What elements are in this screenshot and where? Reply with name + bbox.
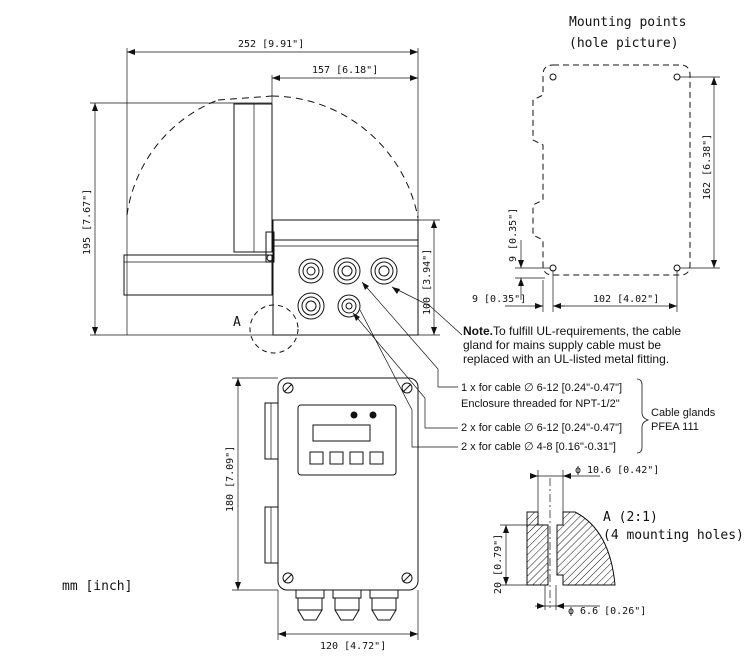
dim-front-width: 120 [4.72"]	[320, 641, 386, 652]
gland-bracket	[636, 378, 650, 454]
side-gland-3	[370, 257, 398, 285]
cable-glands-model: PFEA 111	[651, 421, 699, 433]
ul-note: Note.To fulfill UL-requirements, the cab…	[463, 324, 681, 366]
gland-item-1: 1 x for cable ∅ 6-12 [0.24"-0.47"]	[461, 382, 622, 394]
front-glands	[295, 589, 399, 621]
side-gland-1	[298, 258, 324, 284]
dim-mount-offset-v: 9 [0.35"]	[508, 208, 519, 262]
note-line-1: To fulfill UL-requirements, the cable	[493, 324, 681, 338]
side-view	[90, 48, 463, 448]
svg-text:Note.To fulfill UL-requirement: Note.To fulfill UL-requirements, the cab…	[463, 324, 681, 338]
dim-mount-offset-h: 9 [0.35"]	[472, 294, 526, 305]
side-gland-4	[297, 292, 325, 320]
cable-glands-label: Cable glands	[651, 407, 716, 419]
dim-hole-bottom: ϕ 6.6 [0.26"]	[568, 606, 646, 617]
mounting-subtitle: (hole picture)	[569, 36, 679, 51]
mounting-title: Mounting points	[569, 15, 686, 30]
gland-item-2: 2 x for cable ∅ 6-12 [0.24"-0.47"]	[461, 422, 622, 434]
units-label: mm [inch]	[62, 579, 132, 594]
dim-hole-depth: 20 [0.79"]	[493, 534, 504, 594]
note-line-3: replaced with an UL-listed metal fitting…	[463, 352, 669, 366]
dim-front-height: 180 [7.09"]	[225, 446, 236, 512]
gland-list: 1 x for cable ∅ 6-12 [0.24"-0.47"] Enclo…	[461, 382, 622, 453]
detail-a-view	[500, 470, 616, 610]
dim-mount-width: 102 [4.02"]	[593, 294, 659, 305]
note-line-2: gland for mains supply cable must be	[463, 338, 661, 352]
side-gland-2	[333, 257, 361, 285]
mounting-view	[505, 64, 720, 312]
dim-mount-height: 162 [6.38"]	[702, 134, 713, 200]
dim-width-total: 252 [9.91"]	[238, 39, 304, 50]
dim-height-box: 100 [3.94"]	[422, 249, 433, 315]
detail-marker-a: A	[233, 315, 241, 330]
dim-height-total: 195 [7.67"]	[82, 189, 93, 255]
dim-width-box: 157 [6.18"]	[312, 65, 378, 76]
front-view	[232, 377, 419, 640]
gland-item-3: 2 x for cable ∅ 4-8 [0.16"-0.31"]	[461, 441, 616, 453]
side-gland-5	[337, 294, 361, 318]
dim-hole-top: ϕ 10.6 [0.42"]	[575, 465, 659, 476]
detail-subtitle: (4 mounting holes)	[603, 528, 744, 543]
note-bold: Note.	[463, 324, 493, 338]
detail-title: A (2:1)	[603, 510, 658, 525]
gland-item-1-thread: Enclosure threaded for NPT-1/2"	[461, 398, 620, 410]
